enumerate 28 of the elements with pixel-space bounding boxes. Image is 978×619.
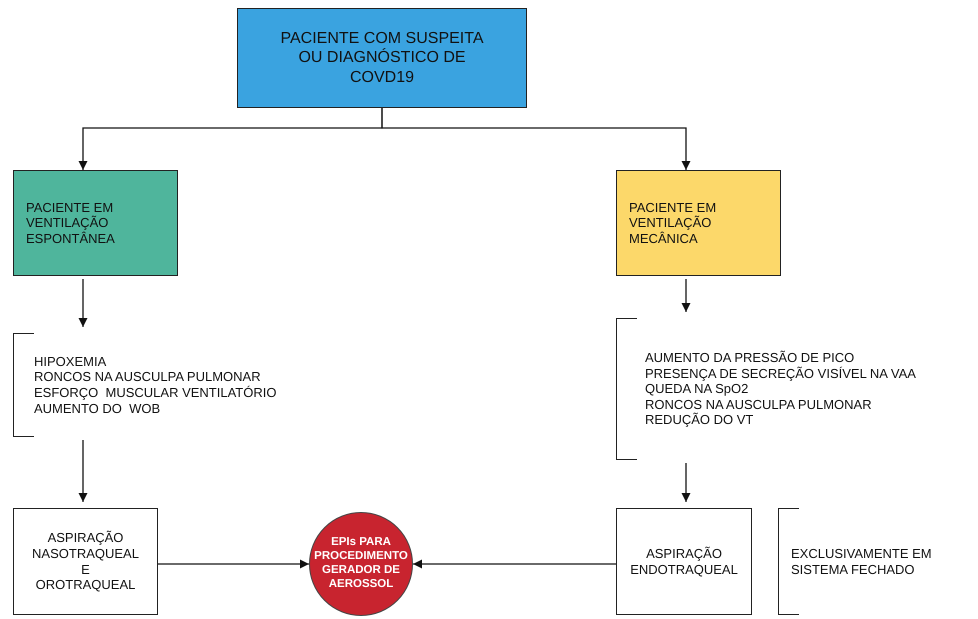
arrow — [158, 560, 309, 568]
node-text: ESFORÇO MUSCULAR VENTILATÓRIO — [34, 385, 278, 401]
node-text: REDUÇÃO DO VT — [645, 412, 754, 428]
arrow — [78, 279, 88, 327]
node-text: PACIENTE EM VENTILAÇÃO MECÂNICA — [629, 200, 718, 246]
node-text: RONCOS NA AUSCULPA PULMONAR — [645, 396, 873, 412]
process-box — [616, 170, 781, 276]
node-text: QUEDA NA SpO2 — [645, 381, 750, 397]
node-text: PACIENTE EM VENTILAÇÃO ESPONTÂNEA — [26, 200, 116, 246]
node-text: EXCLUSIVAMENTE EM SISTEMA FECHADO — [791, 546, 933, 578]
arrow — [381, 108, 690, 170]
node-text: ASPIRAÇÃO ENDOTRAQUEAL — [630, 546, 738, 578]
node-text: PACIENTE COM SUSPEITA OU DIAGNÓSTICO DE COVD19 — [280, 29, 484, 87]
node-text: RONCOS NA AUSCULPA PULMONAR — [34, 369, 262, 385]
node-text: PRESENÇA DE SECREÇÃO VISÍVEL NA VAA — [645, 366, 917, 382]
arrow — [78, 440, 88, 502]
node-text: HIPOXEMIA — [34, 354, 108, 370]
node-text: EPIs PARA PROCEDIMENTO GERADOR DE AEROSSOL — [314, 536, 408, 592]
process-box — [13, 508, 158, 615]
node-text: ASPIRAÇÃO NASOTRAQUEAL E OROTRAQUEAL — [31, 530, 140, 593]
node-text: AUMENTO DO WOB — [34, 400, 162, 416]
arrow — [682, 279, 690, 312]
process-box — [13, 170, 178, 276]
process-box — [616, 508, 752, 615]
node-text: AUMENTO DA PRESSÃO DE PICO — [645, 350, 856, 366]
arrow — [413, 560, 616, 568]
process-box — [237, 8, 527, 108]
arrow — [682, 463, 690, 502]
